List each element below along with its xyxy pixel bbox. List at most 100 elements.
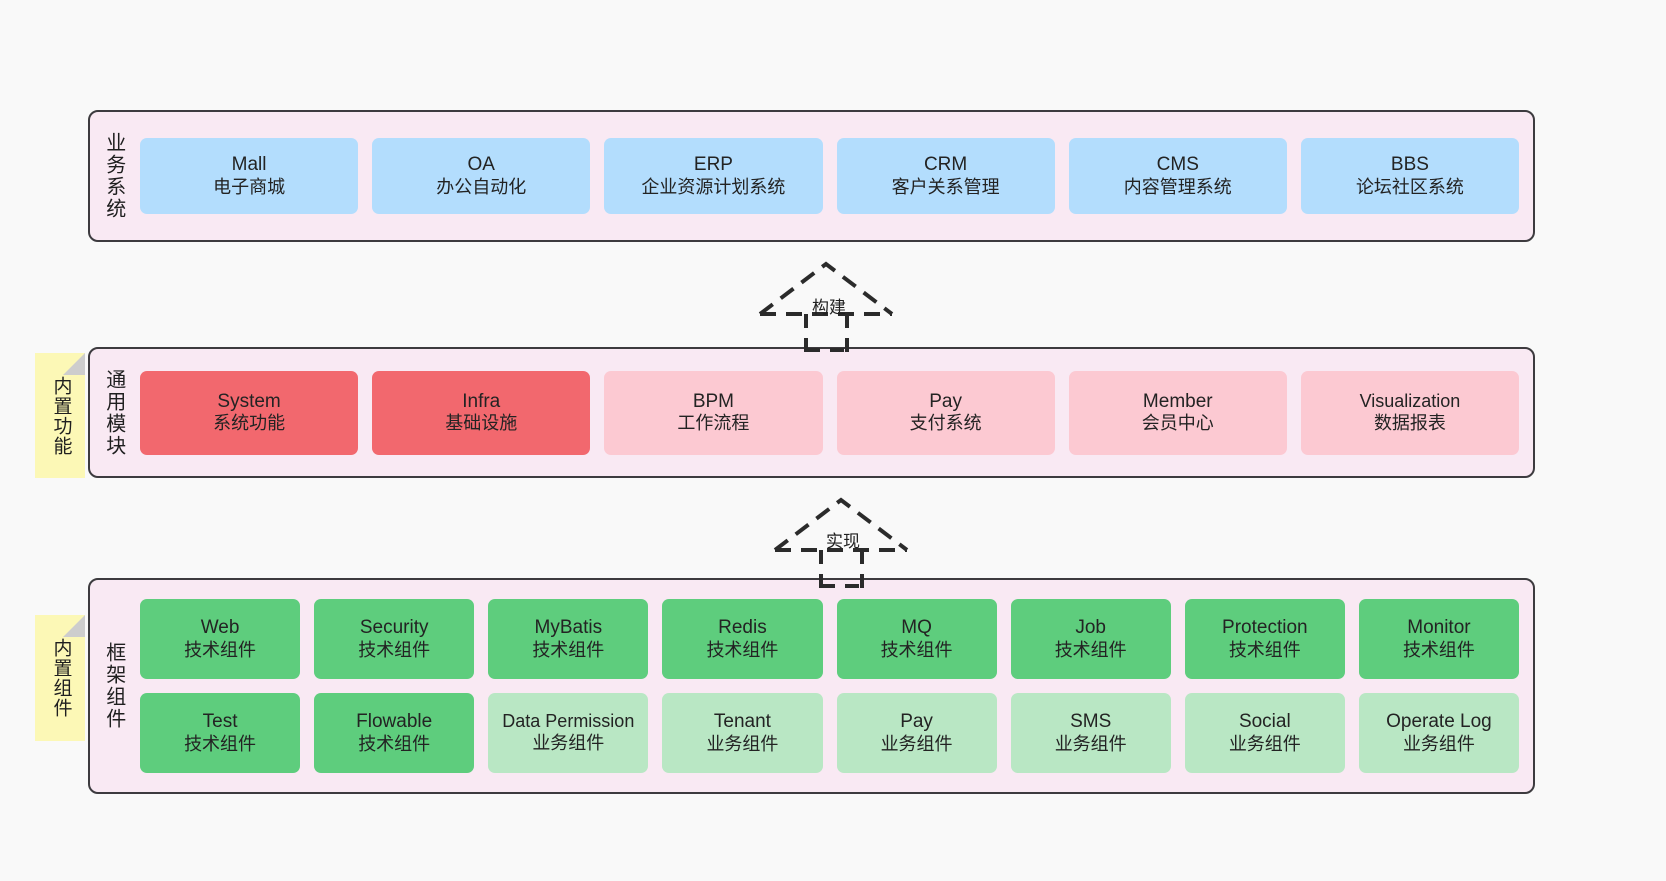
card-subtitle: 基础设施 [445,413,518,434]
card-title: Flowable [356,711,433,733]
card-subtitle: 业务组件 [706,733,779,754]
card-title: Protection [1222,617,1308,639]
card-title: MyBatis [534,617,603,639]
card-subtitle: 系统功能 [213,413,286,434]
card-subtitle: 技术组件 [1228,639,1301,660]
card-subtitle: 业务组件 [1402,733,1475,754]
card-title: Data Permission [502,711,635,732]
card-title: Pay [900,711,933,733]
card-subtitle: 论坛社区系统 [1355,176,1464,197]
card-title: Visualization [1359,390,1461,411]
card-title: BBS [1390,154,1429,176]
card-title: CMS [1156,154,1199,176]
card-title: Monitor [1407,617,1471,639]
module-layer-title: 通用模块 [102,368,125,457]
card-subtitle: 技术组件 [1054,639,1127,660]
card-title: Social [1238,711,1291,733]
card-subtitle: 会员中心 [1141,413,1214,434]
sticky-note-builtin-component: 内置组件 [35,615,85,741]
card-title: Pay [929,390,962,412]
card-title: Security [359,617,429,639]
card-title: OA [467,154,495,176]
card-title: Job [1075,617,1106,639]
card-subtitle: 业务组件 [1228,733,1301,754]
implement-arrow-label: 实现 [826,532,860,551]
card-title: MQ [901,617,932,639]
card-title: Test [202,711,238,733]
card-title: BPM [692,390,735,412]
card-subtitle: 技术组件 [532,639,605,660]
card-subtitle: 电子商城 [213,176,286,197]
framework-layer-title: 框架组件 [102,642,125,730]
card-title: ERP [693,154,733,176]
card-title: CRM [923,154,968,176]
card-subtitle: 客户关系管理 [891,176,1000,197]
card-subtitle: 企业资源计划系统 [641,176,786,197]
card-subtitle: 工作流程 [677,413,750,434]
card-subtitle: 技术组件 [1402,639,1475,660]
card-subtitle: 业务组件 [532,733,605,753]
card-title: Mall [231,154,267,176]
card-subtitle: 技术组件 [184,639,257,660]
card-subtitle: 技术组件 [184,733,257,754]
card-title: Tenant [713,711,771,733]
card-title: Operate Log [1386,711,1492,733]
card-title: Infra [462,390,501,412]
card-subtitle: 技术组件 [358,733,431,754]
card-title: Redis [718,617,767,639]
card-subtitle: 技术组件 [880,639,953,660]
build-arrow-label: 构建 [812,298,846,317]
implement-generalization-arrow [773,497,909,588]
sticky-note-builtin-function: 内置功能 [35,353,85,478]
card-subtitle: 技术组件 [358,639,431,660]
card-subtitle: 支付系统 [909,413,982,434]
build-generalization-arrow [758,261,894,352]
card-title: Web [200,617,240,639]
card-title: SMS [1070,711,1112,733]
card-title: System [217,390,281,412]
card-subtitle: 内容管理系统 [1123,176,1232,197]
card-subtitle: 数据报表 [1373,412,1446,433]
business-layer-title: 业务系统 [102,132,125,220]
card-title: Member [1142,390,1213,412]
card-subtitle: 技术组件 [706,639,779,660]
